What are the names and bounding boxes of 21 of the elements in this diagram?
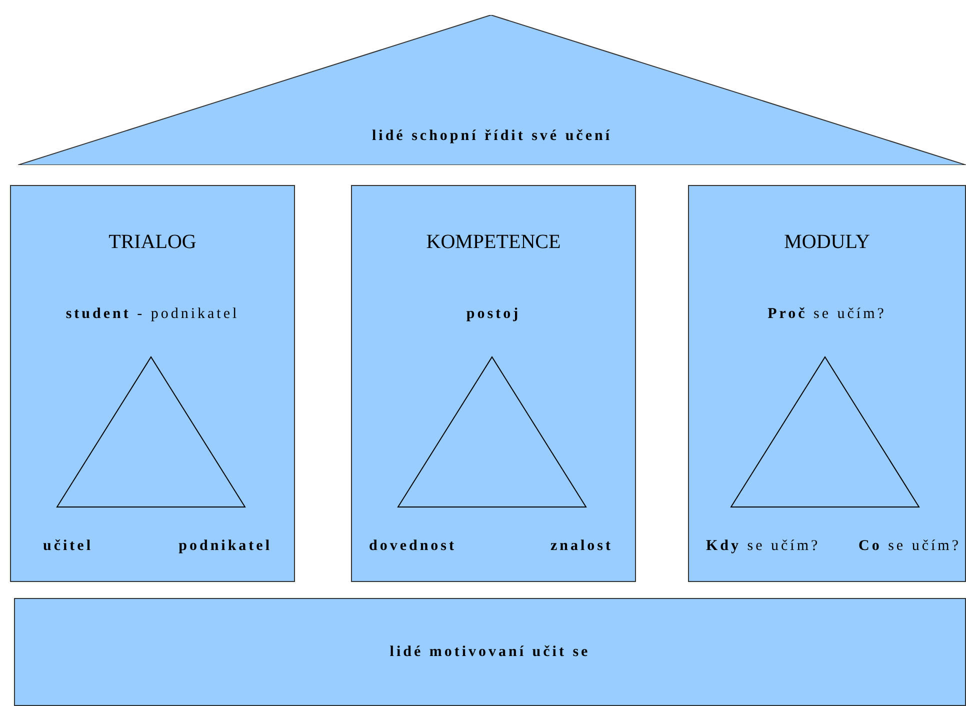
triangle-outline [730,356,920,508]
foundation-panel [14,598,966,706]
pillar-heading: TRIALOG [108,231,198,254]
vertex-label: učitel [43,538,93,555]
vertex-label: Kdy se učím? [706,538,820,555]
vertex-label: Co se učím? [858,538,961,555]
roof-text: lidé schopní řídit své učení [370,128,614,145]
vertex-label: Proč se učím? [766,306,888,323]
pillar-heading: MODULY [783,231,871,254]
vertex-label: znalost [550,538,613,555]
vertex-label: student - podnikatel [64,306,240,323]
pillar-heading: KOMPETENCE [425,231,562,254]
pillar-panel [10,185,295,582]
pillar-panel [688,185,966,582]
triangle-outline [397,356,587,508]
vertex-label: dovednost [369,538,457,555]
triangle-outline [56,356,246,508]
pillar-panel [351,185,636,582]
foundation-text: lidé motivovaní učit se [388,644,592,661]
vertex-label: podnikatel [178,538,272,555]
vertex-label: postoj [465,306,522,323]
